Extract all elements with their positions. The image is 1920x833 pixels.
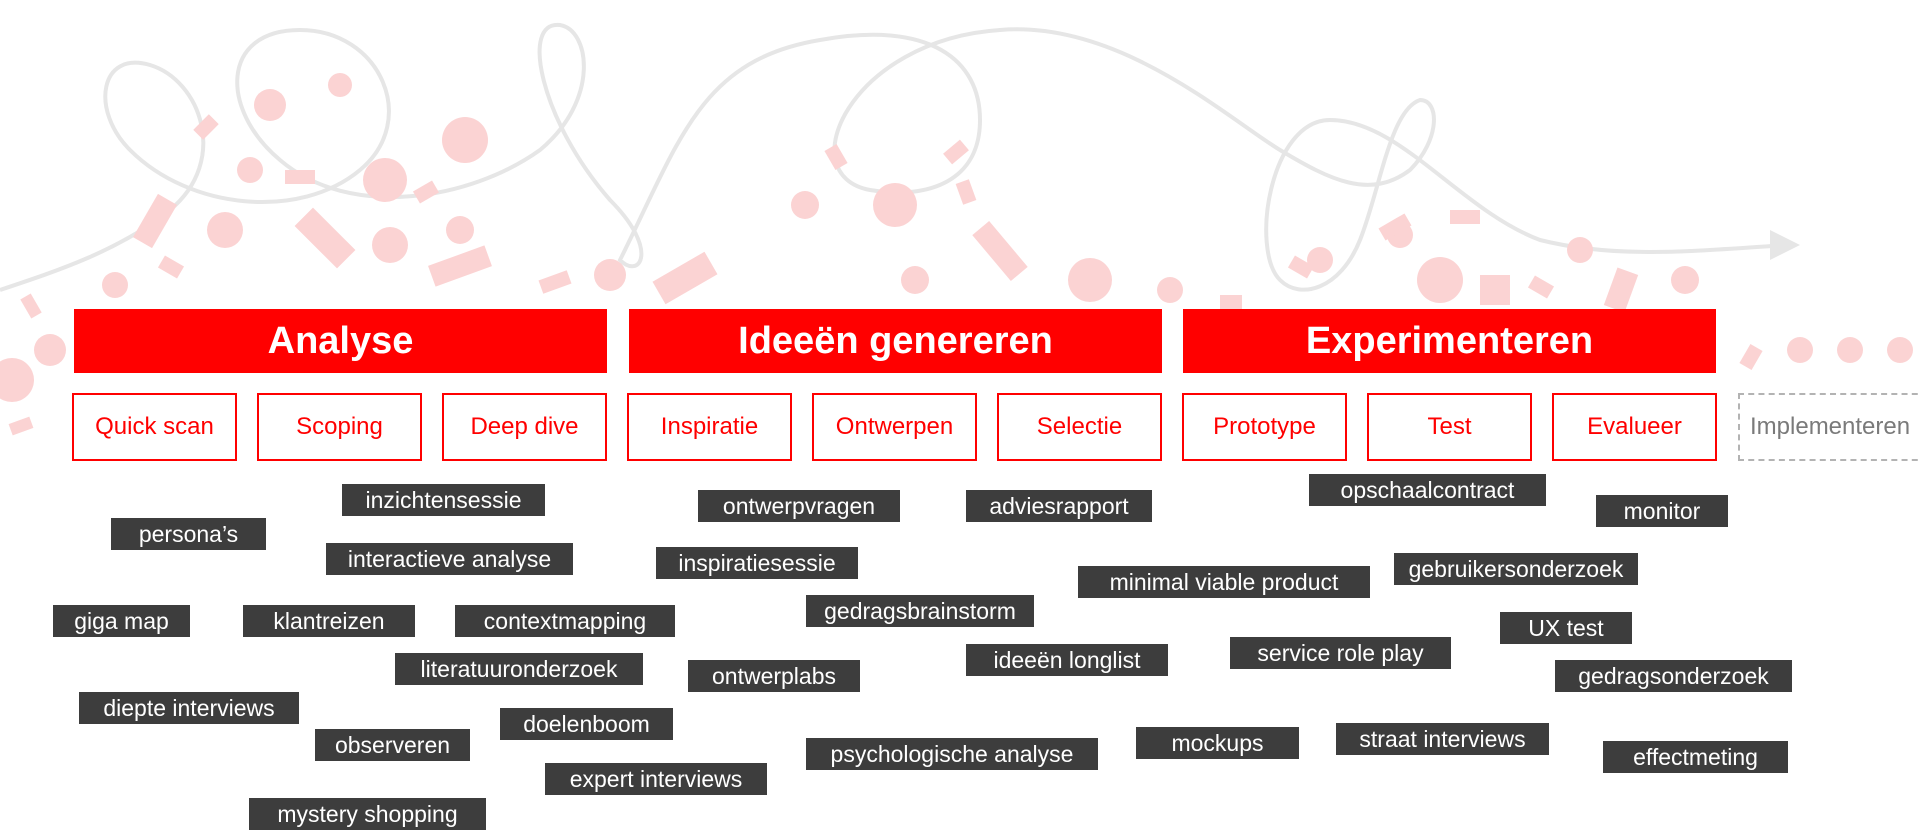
method-tag: inzichtensessie xyxy=(342,484,545,516)
method-tag: gebruikersonderzoek xyxy=(1394,553,1638,585)
method-tag: observeren xyxy=(315,729,470,761)
method-tag: literatuuronderzoek xyxy=(395,653,643,685)
method-tag: interactieve analyse xyxy=(326,543,573,575)
phase-ideeen-genereren: Ideeën genereren xyxy=(629,309,1162,373)
step-prototype: Prototype xyxy=(1182,393,1347,461)
method-tag: gedragsbrainstorm xyxy=(806,595,1034,627)
method-tag: klantreizen xyxy=(243,605,415,637)
method-tag: psychologische analyse xyxy=(806,738,1098,770)
method-tag: monitor xyxy=(1596,495,1728,527)
method-tag: adviesrapport xyxy=(966,490,1152,522)
arrow-head xyxy=(1770,230,1800,260)
method-tag: mockups xyxy=(1136,727,1299,759)
method-tag: gedragsonderzoek xyxy=(1555,660,1792,692)
step-evalueer: Evalueer xyxy=(1552,393,1717,461)
method-tag: ideeën longlist xyxy=(966,644,1168,676)
method-tag: inspiratiesessie xyxy=(656,547,858,579)
step-implementeren: Implementeren xyxy=(1738,393,1920,461)
method-tag: opschaalcontract xyxy=(1309,474,1546,506)
method-tag: minimal viable product xyxy=(1078,566,1370,598)
step-test: Test xyxy=(1367,393,1532,461)
step-quick-scan: Quick scan xyxy=(72,393,237,461)
step-selectie: Selectie xyxy=(997,393,1162,461)
confetti-shapes xyxy=(0,73,1913,436)
method-tag: giga map xyxy=(53,605,190,637)
method-tag: doelenboom xyxy=(500,708,673,740)
squiggle-line xyxy=(0,22,1791,292)
method-tag: straat interviews xyxy=(1336,723,1549,755)
phase-experimenteren: Experimenteren xyxy=(1183,309,1716,373)
step-deep-dive: Deep dive xyxy=(442,393,607,461)
method-tag: effectmeting xyxy=(1603,741,1788,773)
method-tag: persona’s xyxy=(111,518,266,550)
step-inspiratie: Inspiratie xyxy=(627,393,792,461)
method-tag: UX test xyxy=(1500,612,1632,644)
method-tag: ontwerpvragen xyxy=(698,490,900,522)
method-tag: mystery shopping xyxy=(249,798,486,830)
method-tag: expert interviews xyxy=(545,763,767,795)
method-tag: ontwerplabs xyxy=(688,660,860,692)
step-scoping: Scoping xyxy=(257,393,422,461)
phase-analyse: Analyse xyxy=(74,309,607,373)
method-tag: service role play xyxy=(1230,637,1451,669)
step-ontwerpen: Ontwerpen xyxy=(812,393,977,461)
method-tag: contextmapping xyxy=(455,605,675,637)
method-tag: diepte interviews xyxy=(79,692,299,724)
